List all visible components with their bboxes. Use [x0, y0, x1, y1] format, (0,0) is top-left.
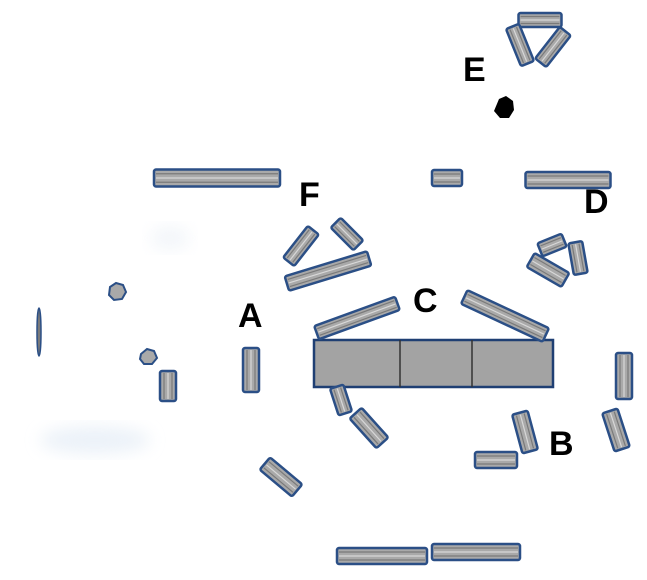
background-smudge — [40, 426, 150, 454]
striped-stone — [283, 250, 373, 292]
stones-group — [152, 11, 634, 566]
striped-stone — [517, 11, 563, 29]
label-c: C — [413, 282, 438, 320]
round-stone — [138, 347, 159, 365]
striped-stone — [614, 351, 634, 401]
label-f: F — [299, 176, 320, 214]
round-stones-group — [36, 281, 159, 365]
marker-dot — [494, 96, 514, 118]
striped-stone — [524, 170, 612, 190]
striped-stone — [505, 23, 535, 67]
striped-stone — [536, 232, 568, 258]
striped-stone — [241, 346, 261, 394]
striped-stone — [152, 168, 282, 188]
striped-stone — [473, 450, 519, 470]
striped-stone — [526, 252, 570, 288]
striped-stone — [460, 289, 550, 343]
striped-stone — [330, 217, 364, 251]
striped-stone — [430, 168, 464, 188]
striped-stone — [534, 26, 572, 68]
striped-stone — [430, 542, 522, 562]
striped-stone — [282, 225, 320, 267]
striped-stone — [329, 383, 353, 417]
striped-stone — [158, 369, 178, 403]
striped-stone — [567, 240, 589, 276]
label-d: D — [584, 183, 609, 221]
round-stone — [107, 281, 128, 302]
background-smudge — [150, 226, 190, 250]
label-b: B — [549, 425, 574, 463]
central-slab — [312, 338, 555, 389]
label-a: A — [238, 297, 263, 335]
sliver-stone — [36, 307, 42, 357]
striped-stone — [259, 456, 303, 498]
striped-stone — [511, 409, 539, 455]
striped-stone — [349, 407, 389, 449]
striped-stone — [335, 546, 429, 566]
striped-stone — [313, 296, 401, 340]
label-e: E — [463, 51, 486, 89]
striped-stone — [601, 407, 631, 453]
